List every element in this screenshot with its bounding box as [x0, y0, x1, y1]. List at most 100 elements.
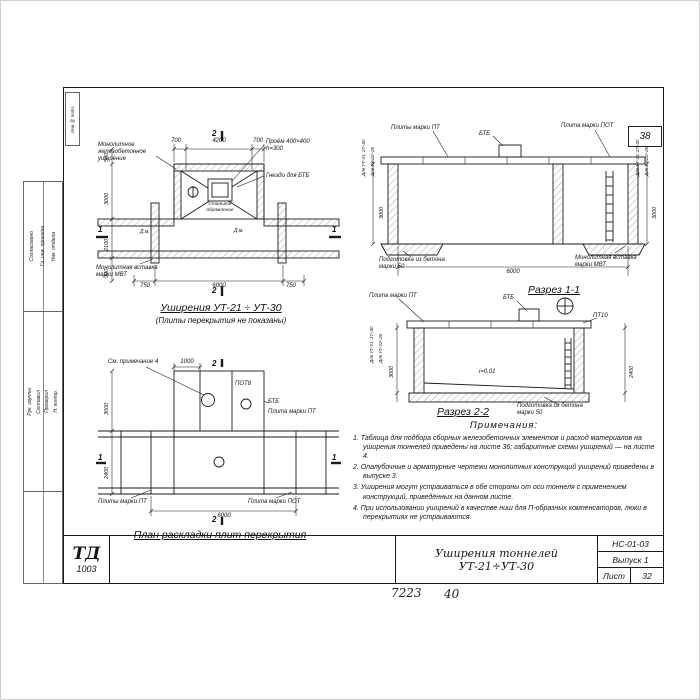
sheet-number-row: Лист 32 — [598, 568, 663, 583]
dim-right-value: 3000 — [652, 206, 658, 219]
note-item: 3. Уширения могут устраиваться в обе сто… — [353, 484, 627, 501]
dim-note-left-1: Для УТ-21; 27÷30 — [361, 139, 366, 176]
label-dm-mark: Д.м. — [140, 229, 150, 235]
label-slab-pt: Плита марки ПТ — [268, 409, 316, 415]
stamp-cell-bottom — [24, 492, 62, 581]
section-2-title: Разрез 2-2 — [436, 406, 490, 418]
label-monolithic-insert: Монолитная вставка марки МВТ — [96, 265, 158, 279]
title-block-grid: НС-01-03 Выпуск 1 Лист 32 — [597, 536, 663, 583]
section-1-figure: Плиты марки ПТ БТБ Плита марки ПОТ Подго… — [361, 119, 658, 281]
dim-left-value: 3000 — [389, 365, 395, 378]
dim-note-left-1: Для УТ-21; 27÷30 — [369, 326, 374, 363]
dim-left-value: 3000 — [379, 206, 385, 219]
stamp-row: Гл. инж. проекта — [40, 226, 46, 267]
stamp-cell-middle: Рук. группы Составил Проверил Н. контр. — [24, 312, 62, 492]
label-btb: БТБ — [268, 399, 280, 405]
logo-number: 1003 — [76, 563, 97, 574]
stamp-divider-line — [43, 182, 44, 583]
dim-left-3: 2100 — [104, 238, 110, 251]
title-block-signature-area — [110, 536, 395, 583]
section-marker-2: 2 — [212, 515, 217, 524]
dim-left-2: 2400 — [104, 466, 110, 479]
label-steel-frame: Стальное обрамление — [206, 202, 234, 213]
stamp-row: Составил — [35, 389, 42, 414]
section-1-title: Разрез 1-1 — [527, 284, 581, 296]
section-2-drawing — [394, 297, 628, 406]
label-dm-mark: Д.м. — [234, 228, 244, 234]
dim-note-right-2: Для УТ-22÷26 — [644, 147, 649, 176]
label-btb: БТБ — [503, 295, 515, 301]
label-slope: i=0,01 — [479, 369, 496, 375]
dim-bottom-right: 750 — [285, 283, 296, 289]
note-item: 1. Таблица для подбора сборных железобет… — [353, 435, 655, 461]
stamp-row: Рук. группы — [26, 387, 33, 416]
corner-sheet-number: 38 — [628, 126, 662, 147]
label-slab-pot: Плита марки ПОТ — [561, 123, 614, 129]
inventory-label: Инв.№ подл. — [70, 105, 75, 133]
dim-left-1: 3000 — [104, 402, 110, 415]
notes-title: Примечания: — [469, 420, 539, 431]
label-btb: БТБ — [479, 131, 491, 137]
section-marker-2: 2 — [212, 286, 217, 295]
inventory-number-box: Инв.№ подл. — [65, 92, 80, 146]
dim-left-4: 900 — [104, 268, 110, 278]
section-marker-2: 2 — [212, 359, 217, 368]
dim-bottom-left: 750 — [139, 283, 150, 289]
plan-view-title: Уширения УТ-21 ÷ УТ-30 — [160, 302, 282, 314]
left-stamp-column: Согласовано Гл. инж. проекта Нач. отдела… — [23, 181, 63, 584]
section-marker-1: 1 — [98, 453, 103, 462]
label-pot8: ПОТ8 — [235, 381, 252, 387]
dim-note-right-1: Для УТ-21; 27÷30 — [635, 139, 640, 176]
label-monolithic-insert: Монолитная вставка марки МВТ — [575, 255, 637, 269]
dim-top-left: 700 — [170, 138, 181, 144]
issue-number: Выпуск 1 — [598, 552, 663, 568]
sheet-label: Лист — [598, 568, 631, 583]
slab-layout-title: План раскладки плит перекрытия — [133, 529, 307, 541]
plan-view-figure: Монолитное железобетонное уширение Проём… — [96, 129, 341, 304]
stamp-row: Проверил — [44, 390, 51, 413]
label-opening: Проём 400×400 h=300 — [266, 139, 310, 153]
label-slabs-pt: Плиты марки ПТ — [98, 499, 147, 505]
section-marker-2: 2 — [212, 129, 217, 138]
dim-left-1: 500 — [104, 152, 110, 162]
dim-top-right: 700 — [252, 138, 263, 144]
footer-handwritten-number: 40 — [444, 587, 460, 601]
dim-note-left-2: Для УТ-22÷26 — [370, 147, 375, 176]
label-slabs-pt: Плиты марки ПТ — [391, 125, 440, 131]
dim-top: 1000 — [180, 359, 194, 365]
dim-note-left-2: Для УТ-22÷26 — [378, 334, 383, 363]
section-marker-1: 1 — [332, 453, 337, 462]
note-item: 4. При использовании уширений в качестве… — [353, 504, 647, 521]
drawing-sheet-frame: ТД 1003 Уширения тоннелей УТ-21÷УТ-30 НС… — [63, 87, 664, 584]
dim-bottom: 6000 — [217, 513, 231, 519]
label-btb-socket: Гнездо для БТБ — [266, 173, 310, 179]
stamp-row: Нач. отдела — [51, 231, 57, 262]
organization-logo: ТД 1003 — [64, 536, 110, 583]
footer-handwritten-number: 7223 — [391, 586, 422, 600]
stamp-row: Н. контр. — [53, 390, 60, 413]
section-1-drawing — [370, 129, 650, 276]
note-item: 2. Опалубочные и арматурные чертежи моно… — [353, 464, 655, 481]
plan-view-subtitle: (Плиты перекрытия не показаны) — [155, 316, 287, 325]
label-slab-pt: Плита марки ПТ — [369, 293, 417, 299]
plan-view-drawing — [96, 131, 341, 296]
dim-left-2: 3000 — [104, 192, 110, 205]
slab-layout-drawing — [96, 359, 341, 525]
dim-top-center: 4200 — [212, 138, 226, 144]
section-marker-1: 1 — [98, 225, 103, 234]
logo-monogram: ТД — [72, 543, 101, 564]
stamp-cell-top: Согласовано Гл. инж. проекта Нач. отдела — [24, 182, 62, 312]
label-see-note-4: См. примечание 4 — [108, 359, 159, 365]
stamp-row: Согласовано — [29, 231, 35, 262]
label-slab-pot: Плита марки ПОТ — [248, 499, 301, 505]
dim-bottom-center: 6000 — [212, 283, 226, 289]
title-block: ТД 1003 Уширения тоннелей УТ-21÷УТ-30 НС… — [64, 535, 663, 583]
label-monolithic-widening: Монолитное железобетонное уширение — [98, 142, 147, 163]
document-code: НС-01-03 — [598, 536, 663, 552]
dim-bottom: 6000 — [506, 269, 520, 275]
notes-block: Примечания: 1. Таблица для подбора сборн… — [353, 420, 655, 524]
dim-right-value: 2400 — [629, 365, 635, 378]
label-concrete-prep: Подготовка из бетона марки 50 — [379, 257, 445, 271]
drawing-title: Уширения тоннелей УТ-21÷УТ-30 — [395, 536, 597, 583]
